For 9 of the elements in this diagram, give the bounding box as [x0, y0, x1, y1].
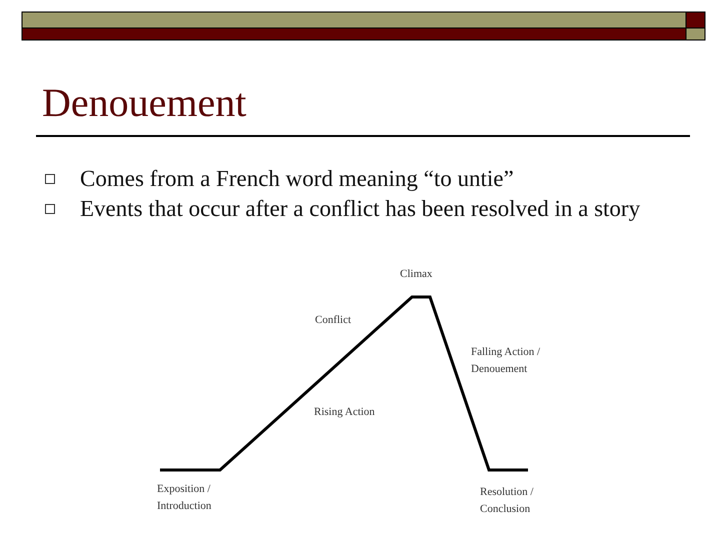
- stage-label: Conflict: [315, 313, 352, 328]
- stage-label: Falling Action / Denouement: [471, 345, 542, 377]
- stage-label: Climax: [400, 267, 432, 282]
- slide-title: Denouement: [42, 80, 246, 126]
- stage-label: Exposition / Introduction: [157, 482, 212, 514]
- bullet-text: Events that occur after a conflict has been resolved in a story: [80, 195, 642, 223]
- bullet-text: Comes from a French word meaning “to untie”: [80, 165, 515, 193]
- stage-label: Rising Action: [314, 405, 375, 420]
- stage-label: Resolution / Conclusion: [480, 485, 534, 517]
